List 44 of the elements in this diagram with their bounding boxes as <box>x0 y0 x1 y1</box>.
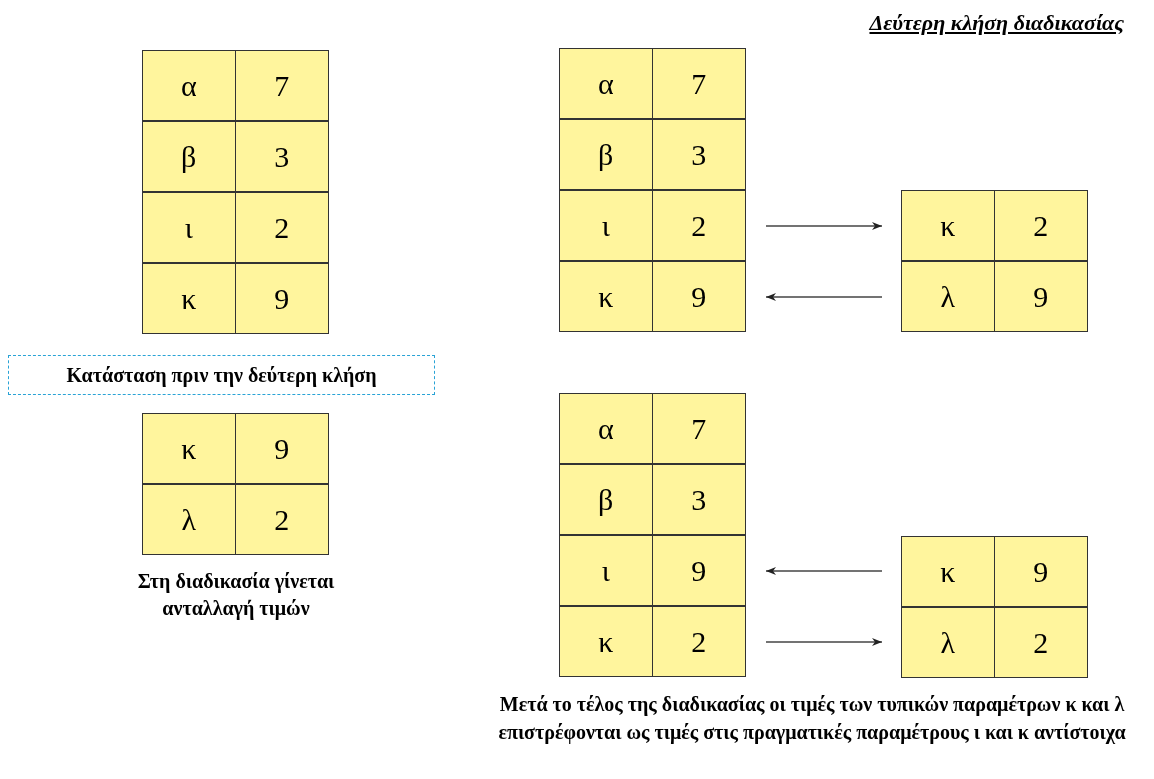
table-cell: 2 <box>993 607 1088 678</box>
table-cell: κ <box>558 261 653 332</box>
note-text: Στη διαδικασία γίνεται ανταλλαγή τιμών <box>136 569 336 622</box>
table-cell: ι <box>558 535 653 606</box>
table-cell: κ <box>900 190 995 261</box>
caption: Μετά το τέλος της διαδικασίας οι τιμές των τυπικών παραμέτρων κ και λ επιστρέφονται ως τιμές στις πραγματικές παραμέτρους ι και κ αντίστοιχα <box>497 692 1127 746</box>
table-cell: 3 <box>651 119 746 190</box>
table-cell: 2 <box>234 484 329 555</box>
table-cell: κ <box>141 413 236 484</box>
table-cell: α <box>558 48 653 119</box>
table-cell: κ <box>558 606 653 677</box>
arrow <box>765 638 883 646</box>
dashed-label-box: Κατάσταση πριν την δεύτερη κλήση <box>8 355 435 395</box>
arrow <box>765 222 883 230</box>
table-cell: β <box>558 464 653 535</box>
table-cell: β <box>558 119 653 190</box>
table-cell: 7 <box>651 393 746 464</box>
table-cell: β <box>141 121 236 192</box>
table-cell: 3 <box>234 121 329 192</box>
table-cell: 2 <box>651 190 746 261</box>
arrow <box>765 293 883 301</box>
table-cell: κ <box>900 536 995 607</box>
table-cell: λ <box>141 484 236 555</box>
table-cell: 9 <box>234 263 329 334</box>
table-cell: 9 <box>234 413 329 484</box>
table-cell: λ <box>900 261 995 332</box>
table-cell: α <box>558 393 653 464</box>
table-cell: 2 <box>993 190 1088 261</box>
table-cell: λ <box>900 607 995 678</box>
table-cell: ι <box>558 190 653 261</box>
table-cell: 2 <box>651 606 746 677</box>
table-cell: 3 <box>651 464 746 535</box>
table-cell: 9 <box>651 535 746 606</box>
table-cell: 2 <box>234 192 329 263</box>
table-cell: 9 <box>993 536 1088 607</box>
table-cell: α <box>141 50 236 121</box>
title: Δεύτερη κλήση διαδικασίας <box>869 9 1124 37</box>
table-cell: 7 <box>651 48 746 119</box>
arrow <box>765 567 883 575</box>
table-cell: ι <box>141 192 236 263</box>
table-cell: κ <box>141 263 236 334</box>
table-cell: 7 <box>234 50 329 121</box>
table-cell: 9 <box>993 261 1088 332</box>
table-cell: 9 <box>651 261 746 332</box>
